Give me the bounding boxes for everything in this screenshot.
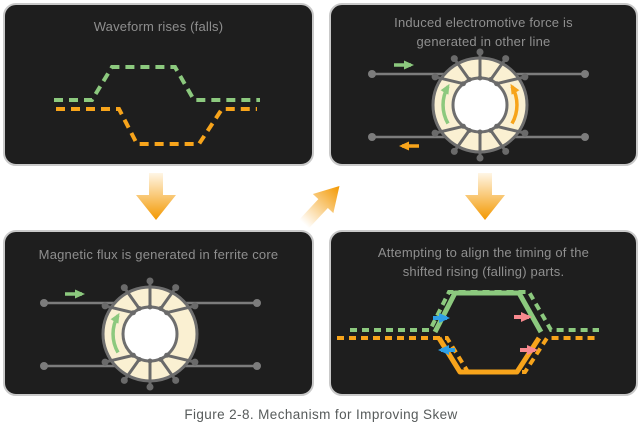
panel-title: Magnetic flux is generated in ferrite co… — [38, 247, 279, 262]
panel-title: Attempting to align the timing of the sh… — [377, 245, 590, 279]
flux-arrow-green-icon — [440, 83, 450, 125]
orange-solid-waveform — [436, 336, 542, 375]
waveform-rise-fall-diagram — [54, 65, 260, 146]
induced-emf-diagram — [368, 47, 589, 163]
orange-dashed-shifted-waveform — [337, 336, 599, 374]
green-dashed-shifted-waveform — [350, 290, 599, 332]
flux-arrow-orange-icon — [510, 83, 520, 125]
green-dashed-waveform — [54, 65, 260, 102]
panel-title: Induced electromotive force is generated… — [394, 15, 573, 49]
flux-arrow-green-icon — [110, 312, 120, 354]
figure-caption: Figure 2-8. Mechanism for Improving Skew — [184, 407, 458, 422]
ferrite-core — [430, 47, 530, 163]
panel-title: Waveform rises (falls) — [93, 19, 224, 34]
panel-waveform-rises: Waveform rises (falls) — [3, 3, 314, 166]
flow-down-arrow-icon — [136, 173, 176, 220]
flow-down-arrow-icon — [465, 173, 505, 220]
panel-magnetic-flux: Magnetic flux is generated in ferrite co… — [3, 230, 314, 396]
flow-up-right-arrow-icon — [299, 185, 340, 229]
green-solid-waveform — [432, 290, 544, 334]
orange-dashed-waveform — [56, 107, 257, 146]
timing-align-diagram — [337, 290, 599, 375]
panel-align-timing: Attempting to align the timing of the sh… — [329, 230, 638, 396]
panel-induced-emf: Induced electromotive force is generated… — [329, 3, 638, 166]
magnetic-flux-diagram — [40, 276, 261, 392]
ferrite-core — [100, 276, 200, 392]
